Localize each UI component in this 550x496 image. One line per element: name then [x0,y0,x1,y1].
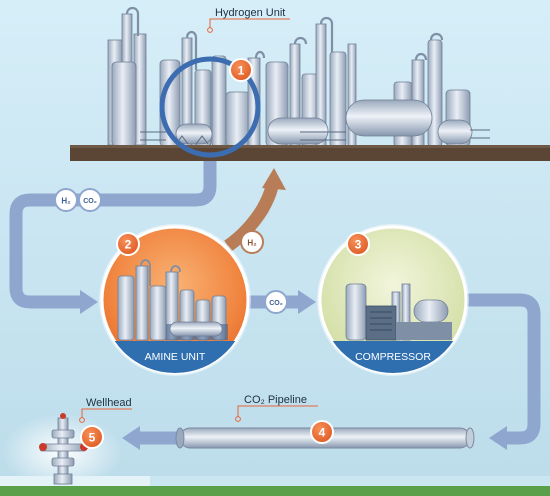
co2-pipeline-label: CO₂ Pipeline [244,394,307,406]
step-badges: 1 2 3 4 5 [80,58,370,449]
h2-return-tag: H₂ [240,230,264,254]
h2-return-arrow [224,168,286,252]
co2-pipeline-callout: CO₂ Pipeline [235,394,318,422]
co2-transfer-tag: CO₂ [264,290,288,314]
svg-text:1: 1 [238,64,245,78]
svg-text:5: 5 [89,431,96,445]
svg-text:H₂: H₂ [247,239,257,248]
amine-unit: AMINE UNIT [99,224,251,376]
svg-text:3: 3 [355,238,362,252]
compressor-label: COMPRESSOR [355,351,431,363]
wellhead-callout: Wellhead [79,397,132,423]
svg-text:CO₂: CO₂ [269,300,283,307]
hydrogen-unit-callout: Hydrogen Unit [207,7,290,33]
pipe-racks [140,129,490,145]
step-badge-2: 2 [116,232,140,256]
h2-co2-feed-pipe [9,161,217,309]
co2-inlet-tag: CO₂ [78,188,102,212]
step-badge-1: 1 [229,58,253,82]
step-badge-3: 3 [346,232,370,256]
h2-inlet-tag: H₂ [54,188,78,212]
gas-tags: H₂ CO₂ H₂ CO₂ [54,188,288,314]
compressor-outlet-pipe [466,293,541,445]
amine-unit-label: AMINE UNIT [145,351,206,363]
horizontal-vessels [175,99,473,145]
tower-pipes [125,6,444,70]
step-badge-4: 4 [310,420,334,444]
hydrogen-unit-label: Hydrogen Unit [215,7,285,19]
hydrogen-unit-highlight-ring [159,56,261,158]
step-badge-5: 5 [80,425,104,449]
compressor-unit: COMPRESSOR [317,224,469,376]
svg-text:CO₂: CO₂ [83,198,97,205]
svg-text:4: 4 [319,426,326,440]
wellhead-valve-icon [39,417,87,485]
svg-text:H₂: H₂ [61,197,71,206]
wellhead-label: Wellhead [86,397,132,409]
refinery-towers-icon [107,13,471,147]
callouts: Hydrogen Unit CO₂ Pipeline Wellhead [79,7,318,423]
grass-strip [0,486,550,496]
hydrogen-plant [70,6,550,161]
flow-arrowheads [80,290,507,450]
svg-text:2: 2 [125,238,132,252]
